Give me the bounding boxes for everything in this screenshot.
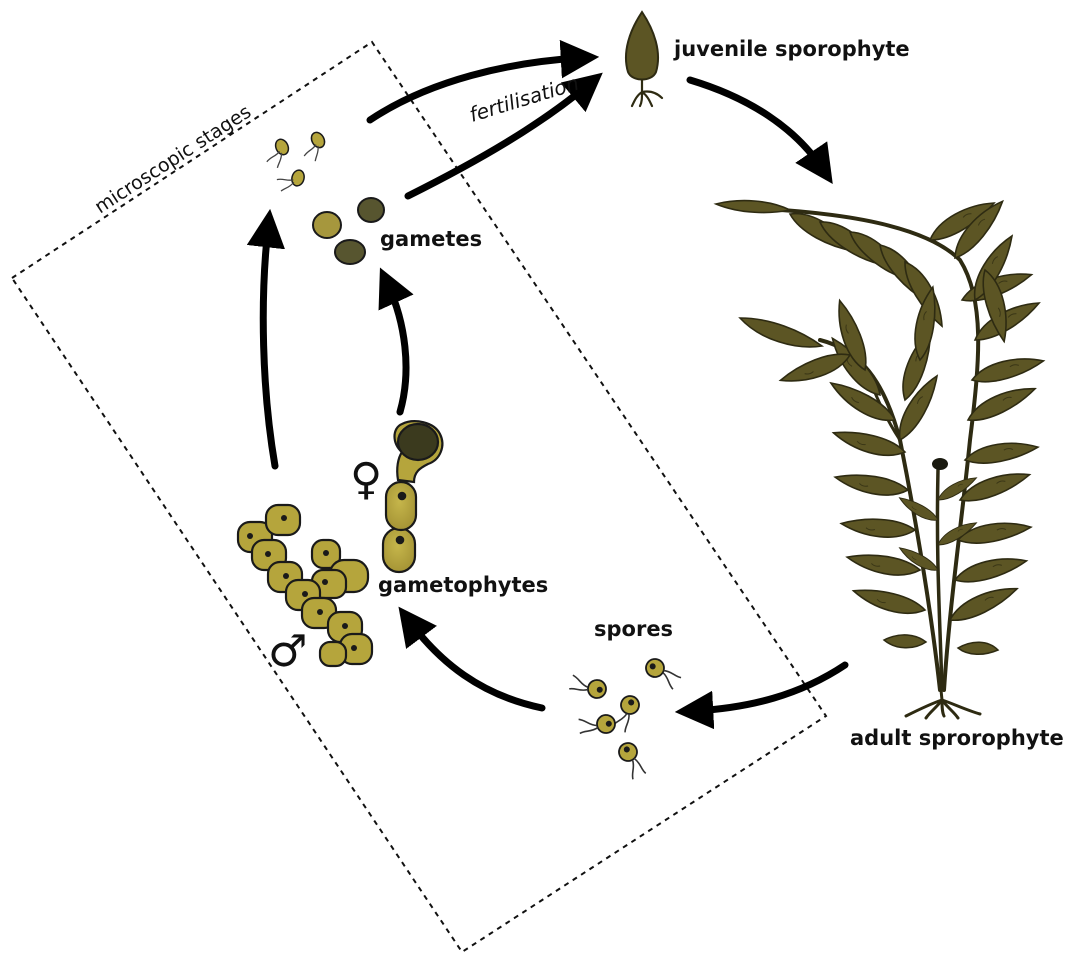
gametophytes-label: gametophytes — [378, 573, 548, 597]
gametes-eggs-icon — [313, 198, 384, 264]
microscopic-stages-label: microscopic stages — [91, 101, 255, 218]
adult-sporophyte-label: adult sprorophyte — [850, 726, 1064, 750]
arrow-male-to-gametes — [263, 228, 275, 466]
juvenile-sporophyte-label: juvenile sporophyte — [673, 37, 910, 61]
swimming-gametes-icon — [260, 130, 331, 196]
adult-sporophyte-icon — [716, 195, 1045, 718]
spores-icon — [564, 655, 683, 783]
arrow-juvenile-to-adult — [690, 80, 822, 168]
juvenile-sporophyte-icon — [626, 12, 662, 106]
fertilisation-label: fertilisation — [466, 71, 581, 127]
spores-label: spores — [594, 617, 673, 641]
male-symbol: ♂ — [268, 626, 307, 677]
arrow-female-to-gametes — [388, 285, 406, 412]
female-gametophyte-icon — [383, 421, 442, 572]
arrow-adult-to-spores — [694, 665, 845, 711]
arrow-spores-to-gametophytes — [410, 622, 542, 708]
female-symbol: ♀ — [350, 454, 382, 505]
gametes-label: gametes — [380, 227, 482, 251]
